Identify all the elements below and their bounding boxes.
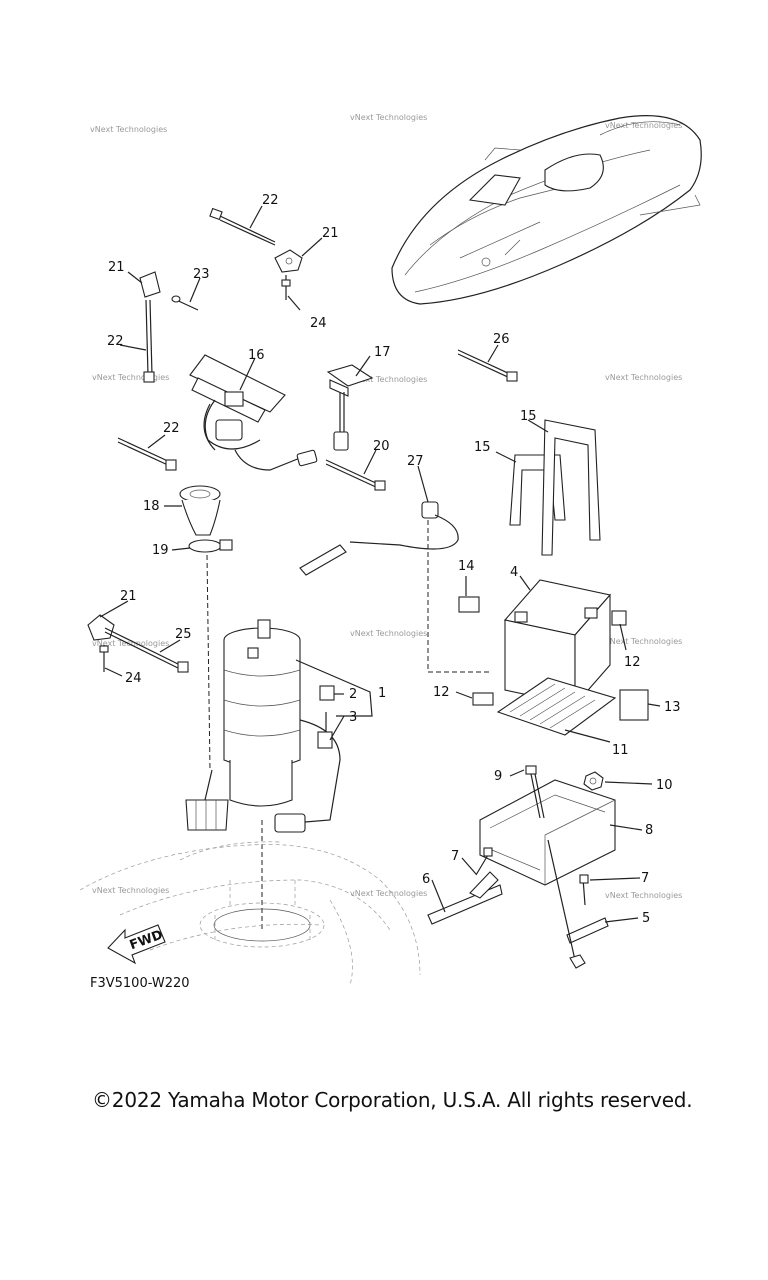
callout-26: 26 xyxy=(493,332,510,347)
callout-25: 25 xyxy=(175,627,192,642)
callout-5: 5 xyxy=(642,911,650,926)
callout-17: 17 xyxy=(374,345,391,360)
callout-8: 8 xyxy=(645,823,653,838)
bracket-5 xyxy=(547,839,609,969)
watermark: vNext Technologies xyxy=(350,629,427,638)
bracket-6 xyxy=(427,871,503,925)
screw-24-top xyxy=(281,275,291,300)
sensor-17 xyxy=(326,364,374,451)
watermark: vNext Technologies xyxy=(92,639,169,648)
callout-3: 3 xyxy=(349,710,357,725)
pad-13 xyxy=(619,689,649,721)
callout-21-top: 21 xyxy=(322,226,339,241)
part-2 xyxy=(319,685,335,701)
cable-tie-22-top xyxy=(209,207,276,246)
callout-27: 27 xyxy=(407,454,424,469)
callout-20: 20 xyxy=(373,439,390,454)
nut-10 xyxy=(583,771,604,791)
watermark: vNext Technologies xyxy=(350,889,427,898)
callout-6: 6 xyxy=(422,872,430,887)
bolt-9 xyxy=(525,765,545,819)
callout-10: 10 xyxy=(656,778,673,793)
sender-27 xyxy=(299,501,459,576)
callout-21-lower: 21 xyxy=(120,589,137,604)
grommet-18 xyxy=(179,485,221,536)
callout-4: 4 xyxy=(510,565,518,580)
pad-12 xyxy=(472,692,494,706)
callout-15-top: 15 xyxy=(520,409,537,424)
callout-22-middle: 22 xyxy=(163,421,180,436)
callout-18: 18 xyxy=(143,499,160,514)
parts-diagram: vNext Technologies vNext Technologies vN… xyxy=(79,113,702,986)
cable-tie-20 xyxy=(325,459,386,491)
clamp-21-lower xyxy=(87,614,189,673)
callout-22-top: 22 xyxy=(262,193,279,208)
callouts: 1 2 3 4 5 6 7 7 8 9 10 11 12 12 13 14 15… xyxy=(107,193,681,926)
part-3 xyxy=(317,712,333,749)
cable-tie-22-left xyxy=(143,299,155,383)
watercraft-illustration xyxy=(391,115,702,305)
leader-lines xyxy=(99,205,661,923)
callout-19: 19 xyxy=(152,543,169,558)
clamp-21-top xyxy=(274,249,303,273)
watermark: vNext Technologies xyxy=(605,121,682,130)
fuel-pump-1 xyxy=(185,619,341,833)
callout-2: 2 xyxy=(349,687,357,702)
watermark: vNext Technologies xyxy=(605,637,682,646)
callout-24-lower: 24 xyxy=(125,671,142,686)
clamp-19 xyxy=(188,539,233,553)
pad-12-right xyxy=(611,610,627,626)
cable-tie-26 xyxy=(457,349,518,382)
watermark: vNext Technologies xyxy=(605,891,682,900)
diagram-code: F3V5100-W220 xyxy=(90,976,190,991)
copyright-notice: ©2022 Yamaha Motor Corporation, U.S.A. A… xyxy=(92,1088,693,1112)
tray-11 xyxy=(496,677,617,736)
watermark: vNext Technologies xyxy=(350,375,427,384)
bolt-7 xyxy=(475,847,493,876)
callout-1: 1 xyxy=(378,686,386,701)
callout-7: 7 xyxy=(451,849,459,864)
watermarks: vNext Technologies vNext Technologies vN… xyxy=(90,113,682,900)
watermark: vNext Technologies xyxy=(92,373,169,382)
fwd-arrow-icon: FWD xyxy=(107,924,166,965)
callout-22-left: 22 xyxy=(107,334,124,349)
callout-12-right: 12 xyxy=(624,655,641,670)
callout-12: 12 xyxy=(433,685,450,700)
callout-23: 23 xyxy=(193,267,210,282)
cable-tie-22-middle xyxy=(117,437,177,471)
pad-14 xyxy=(458,596,480,613)
callout-9: 9 xyxy=(494,769,502,784)
watermark: vNext Technologies xyxy=(350,113,427,122)
battery-box-8 xyxy=(479,779,616,886)
control-unit-16 xyxy=(189,354,318,471)
battery-strap-15 xyxy=(509,419,601,556)
callout-13: 13 xyxy=(664,700,681,715)
callout-21-left: 21 xyxy=(108,260,125,275)
hull-illustration xyxy=(79,841,421,986)
callout-15: 15 xyxy=(474,440,491,455)
clamp-21-left xyxy=(139,271,161,298)
callout-7-right: 7 xyxy=(641,871,649,886)
bolt-7-right xyxy=(579,874,589,906)
callout-24-top: 24 xyxy=(310,316,327,331)
watermark: vNext Technologies xyxy=(90,125,167,134)
pin-23 xyxy=(171,295,199,311)
watermark: vNext Technologies xyxy=(605,373,682,382)
callout-14: 14 xyxy=(458,559,475,574)
watermark: vNext Technologies xyxy=(92,886,169,895)
callout-16: 16 xyxy=(248,348,265,363)
callout-11: 11 xyxy=(612,743,629,758)
